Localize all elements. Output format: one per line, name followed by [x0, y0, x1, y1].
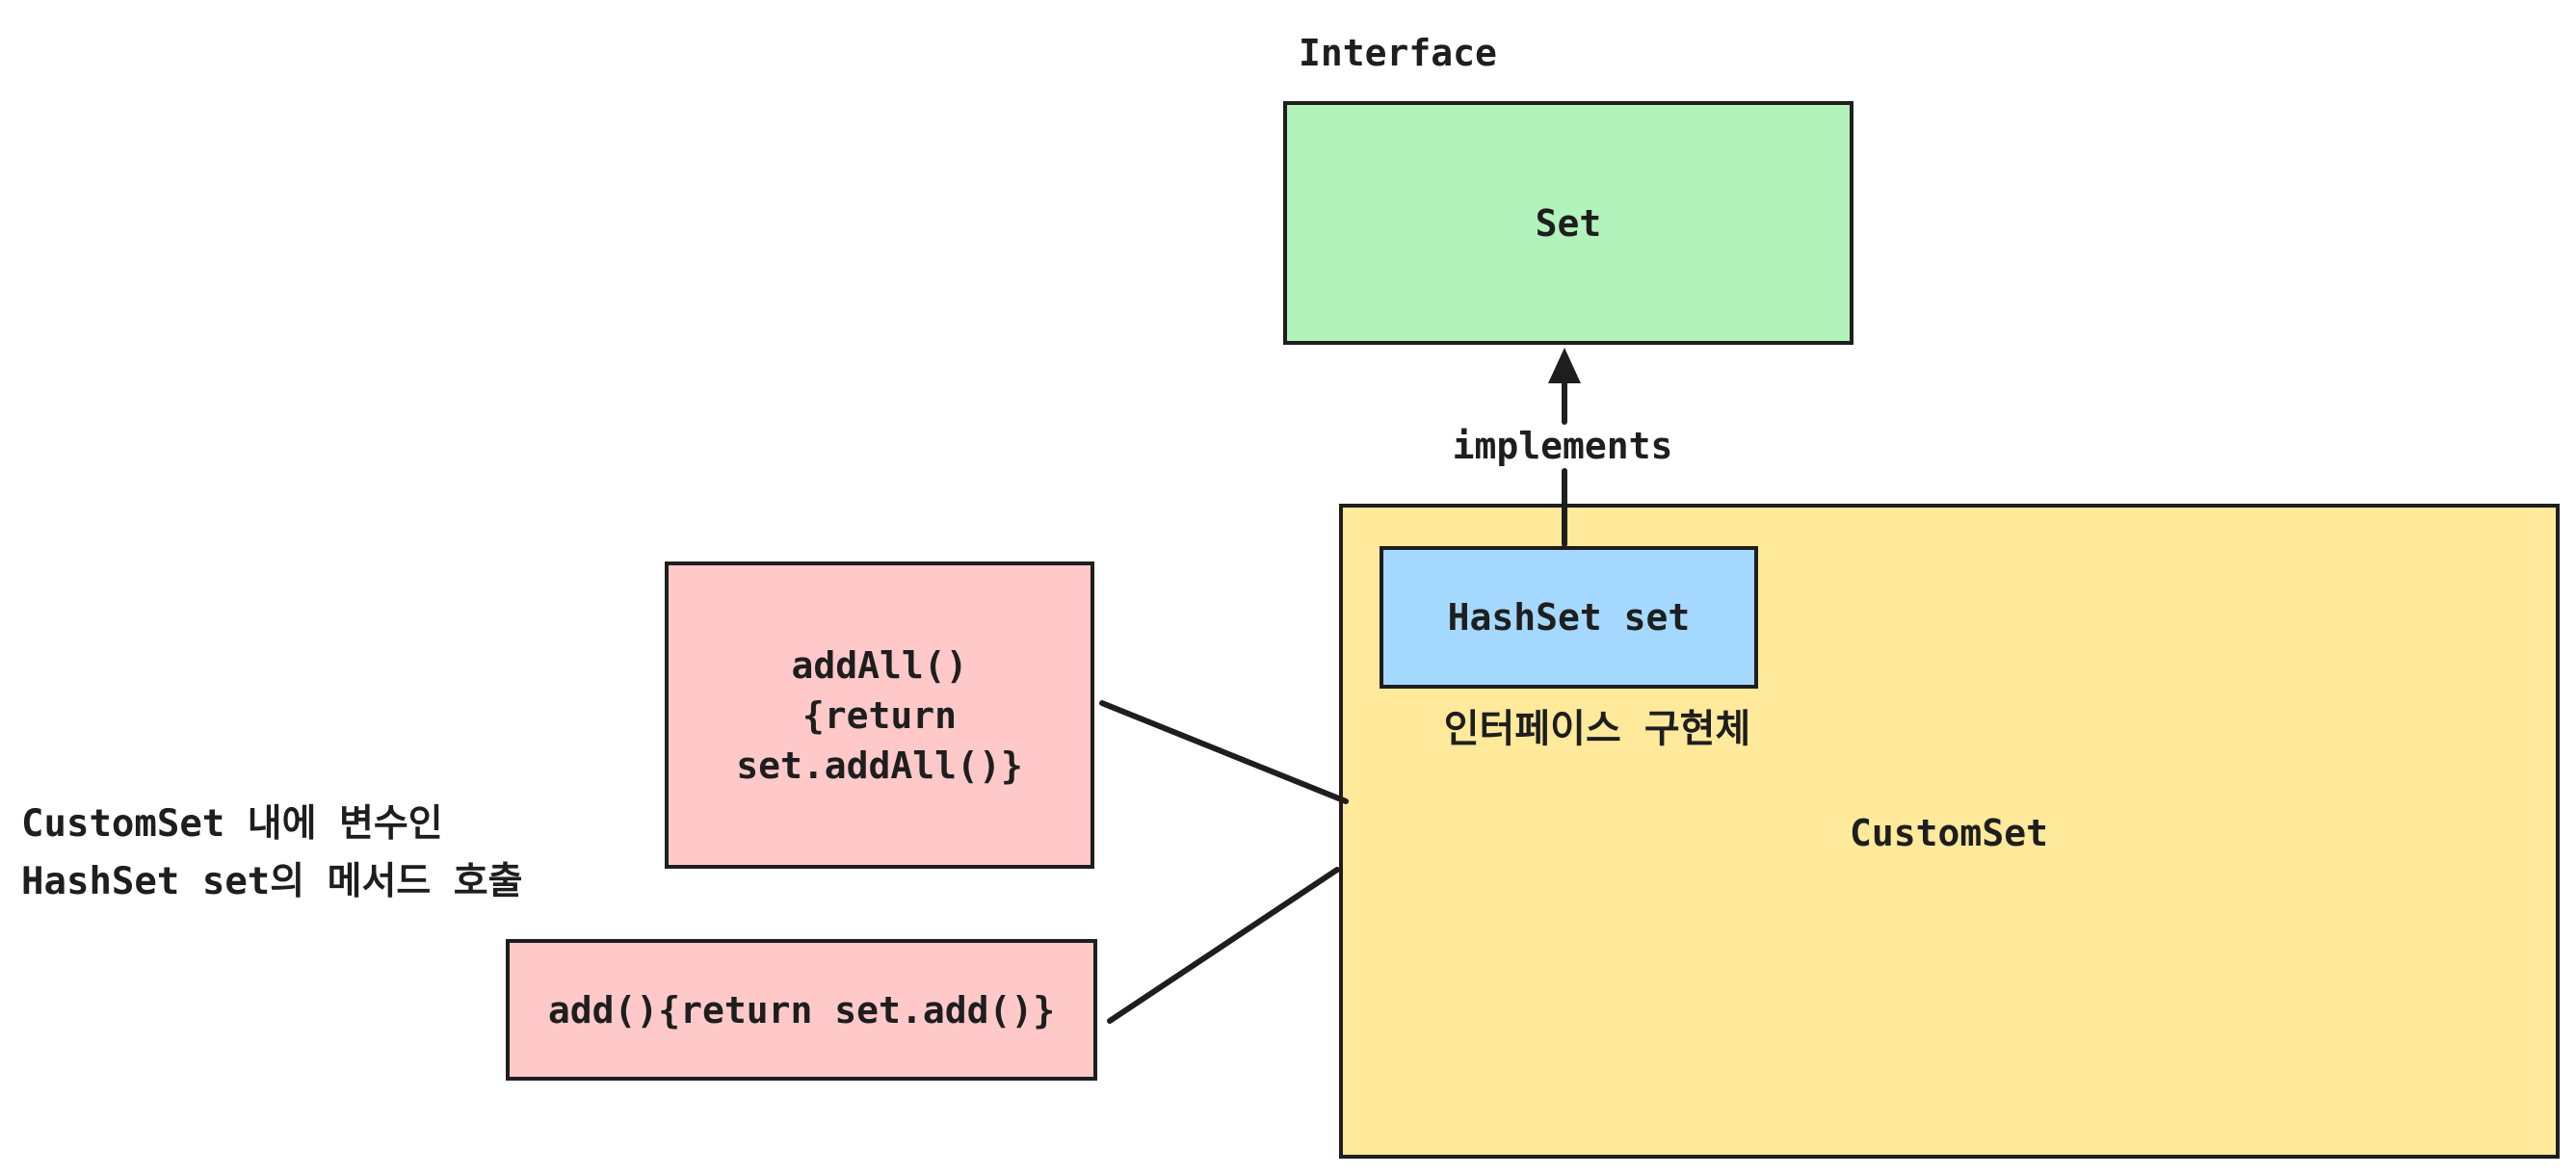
connector-line-add [1107, 867, 1340, 1024]
customset-label: CustomSet [1850, 812, 2048, 854]
hashset-field-box: HashSet set [1380, 546, 1758, 689]
set-box-label: Set [1535, 201, 1602, 245]
implements-arrowhead-icon [1548, 348, 1581, 383]
connector-line-addall [1099, 700, 1349, 804]
add-method-label: add(){return set.add()} [547, 988, 1056, 1031]
set-interface-box: Set [1283, 101, 1853, 345]
side-note: CustomSet 내에 변수인 HashSet set의 메서드 호출 [21, 802, 523, 903]
addall-method-box: addAll() {return set.addAll()} [665, 561, 1094, 869]
hashset-box-label: HashSet set [1447, 596, 1691, 639]
implements-label: implements [1452, 425, 1673, 467]
addall-method-label: addAll() {return set.addAll()} [736, 643, 1023, 787]
interface-label: Interface [1299, 32, 1497, 74]
hashset-caption: 인터페이스 구현체 [1443, 707, 1751, 751]
add-method-box: add(){return set.add()} [506, 939, 1097, 1081]
